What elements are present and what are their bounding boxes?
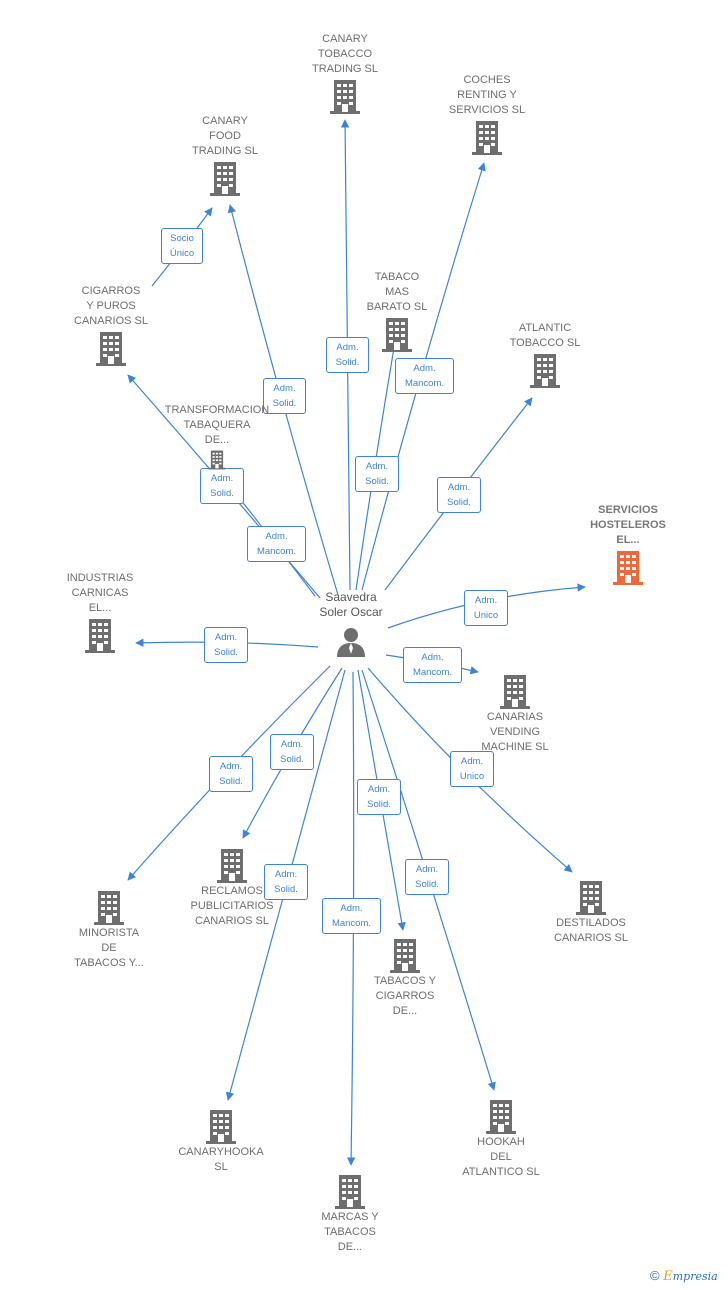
relation-label: Adm. Solid. bbox=[263, 378, 306, 414]
relation-label: Adm. Solid. bbox=[437, 477, 481, 513]
company-label: MINORISTA DE TABACOS Y... bbox=[74, 927, 144, 969]
relation-label: Adm. Solid. bbox=[355, 456, 399, 492]
relation-label: Adm. Unico bbox=[450, 751, 494, 787]
company-label: CANARY FOOD TRADING SL bbox=[191, 115, 258, 157]
company-label: MARCAS Y TABACOS DE... bbox=[321, 1211, 379, 1253]
relation-label: Adm. Solid. bbox=[200, 468, 244, 504]
company-label: RECLAMOS PUBLICITARIOS CANARIOS SL bbox=[190, 885, 274, 927]
building-icon bbox=[335, 1175, 365, 1209]
company-label: COCHES RENTING Y SERVICIOS SL bbox=[448, 74, 526, 116]
company-label: ATLANTIC TOBACCO SL bbox=[509, 322, 581, 349]
building-icon bbox=[472, 121, 502, 155]
building-icon bbox=[94, 891, 124, 925]
building-icon bbox=[330, 80, 360, 114]
company-node-tabacos-cigarros[interactable]: TABACOS Y CIGARROS DE... bbox=[340, 936, 470, 1019]
company-label: SERVICIOS HOSTELEROS EL... bbox=[590, 504, 666, 546]
company-node-canarias-vending[interactable]: CANARIAS VENDING MACHINE SL bbox=[450, 672, 580, 755]
relation-label: Adm. Solid. bbox=[264, 864, 308, 900]
building-icon bbox=[206, 1110, 236, 1144]
company-node-coches-renting[interactable]: COCHES RENTING Y SERVICIOS SL bbox=[422, 73, 552, 156]
relation-label: Adm. Mancom. bbox=[322, 898, 381, 934]
relation-label: Adm. Solid. bbox=[405, 859, 449, 895]
relation-label: Adm. Solid. bbox=[326, 337, 369, 373]
relation-label: Adm. Solid. bbox=[204, 627, 248, 663]
company-node-minorista[interactable]: MINORISTA DE TABACOS Y... bbox=[44, 888, 174, 971]
brand-logo[interactable]: © Empresia bbox=[650, 1268, 718, 1284]
company-node-canary-tobacco[interactable]: CANARY TOBACCO TRADING SL bbox=[280, 32, 410, 115]
company-node-transformacion[interactable]: TRANSFORMACION TABAQUERA DE... bbox=[152, 403, 282, 470]
building-icon bbox=[576, 881, 606, 915]
edge-canary-tobacco bbox=[340, 119, 351, 591]
relation-label: Adm. Mancom. bbox=[395, 358, 454, 394]
building-icon bbox=[486, 1100, 516, 1134]
brand-initial: E bbox=[663, 1269, 673, 1284]
company-label: DESTILADOS CANARIOS SL bbox=[554, 917, 628, 944]
building-icon bbox=[208, 450, 226, 470]
brand-name: mpresia bbox=[672, 1270, 718, 1283]
building-icon bbox=[85, 619, 115, 653]
building-icon bbox=[210, 162, 240, 196]
company-label: TABACOS Y CIGARROS DE... bbox=[374, 975, 436, 1017]
company-label: TRANSFORMACION TABAQUERA DE... bbox=[164, 404, 270, 446]
building-icon bbox=[613, 551, 643, 585]
relation-label: Adm. Solid. bbox=[357, 779, 401, 815]
company-node-servicios-hosteleros[interactable]: SERVICIOS HOSTELEROS EL... bbox=[563, 503, 693, 586]
building-icon bbox=[390, 939, 420, 973]
relation-label: Adm. Unico bbox=[464, 590, 508, 626]
company-node-canaryhooka[interactable]: CANARYHOOKA SL bbox=[156, 1107, 286, 1175]
company-label: CANARY TOBACCO TRADING SL bbox=[311, 33, 378, 75]
company-label: HOOKAH DEL ATLANTICO SL bbox=[462, 1136, 540, 1178]
company-node-tabaco-mas-barato[interactable]: TABACO MAS BARATO SL bbox=[332, 270, 462, 353]
company-label: CIGARROS Y PUROS CANARIOS SL bbox=[74, 285, 148, 327]
relation-label: Adm. Mancom. bbox=[403, 647, 462, 683]
person-icon bbox=[337, 628, 365, 657]
company-node-cigarros-puros[interactable]: CIGARROS Y PUROS CANARIOS SL bbox=[46, 284, 176, 367]
relation-label: Adm. Solid. bbox=[270, 734, 314, 770]
relation-label: Adm. Solid. bbox=[209, 756, 253, 792]
person-name: Saavedra Soler Oscar bbox=[319, 590, 383, 619]
company-node-industrias-carnicas[interactable]: INDUSTRIAS CARNICAS EL... bbox=[35, 571, 165, 654]
building-icon bbox=[96, 332, 126, 366]
company-node-hookah[interactable]: HOOKAH DEL ATLANTICO SL bbox=[436, 1097, 566, 1180]
company-label: CANARIAS VENDING MACHINE SL bbox=[481, 711, 549, 753]
company-node-marcas[interactable]: MARCAS Y TABACOS DE... bbox=[285, 1172, 415, 1255]
company-node-destilados[interactable]: DESTILADOS CANARIOS SL bbox=[526, 878, 656, 946]
copyright-symbol: © bbox=[650, 1268, 660, 1283]
company-label: INDUSTRIAS CARNICAS EL... bbox=[66, 572, 134, 614]
building-icon bbox=[530, 354, 560, 388]
building-icon bbox=[382, 318, 412, 352]
company-label: TABACO MAS BARATO SL bbox=[366, 271, 428, 313]
center-person[interactable]: Saavedra Soler Oscar bbox=[296, 590, 406, 658]
company-node-reclamos[interactable]: RECLAMOS PUBLICITARIOS CANARIOS SL bbox=[167, 846, 297, 929]
relation-label: Adm. Mancom. bbox=[247, 526, 306, 562]
company-node-atlantic-tobacco[interactable]: ATLANTIC TOBACCO SL bbox=[480, 321, 610, 389]
company-label: CANARYHOOKA SL bbox=[178, 1146, 264, 1173]
relation-label: Socio Único bbox=[161, 228, 203, 264]
building-icon bbox=[500, 675, 530, 709]
company-node-canary-food[interactable]: CANARY FOOD TRADING SL bbox=[160, 114, 290, 197]
building-icon bbox=[217, 849, 247, 883]
